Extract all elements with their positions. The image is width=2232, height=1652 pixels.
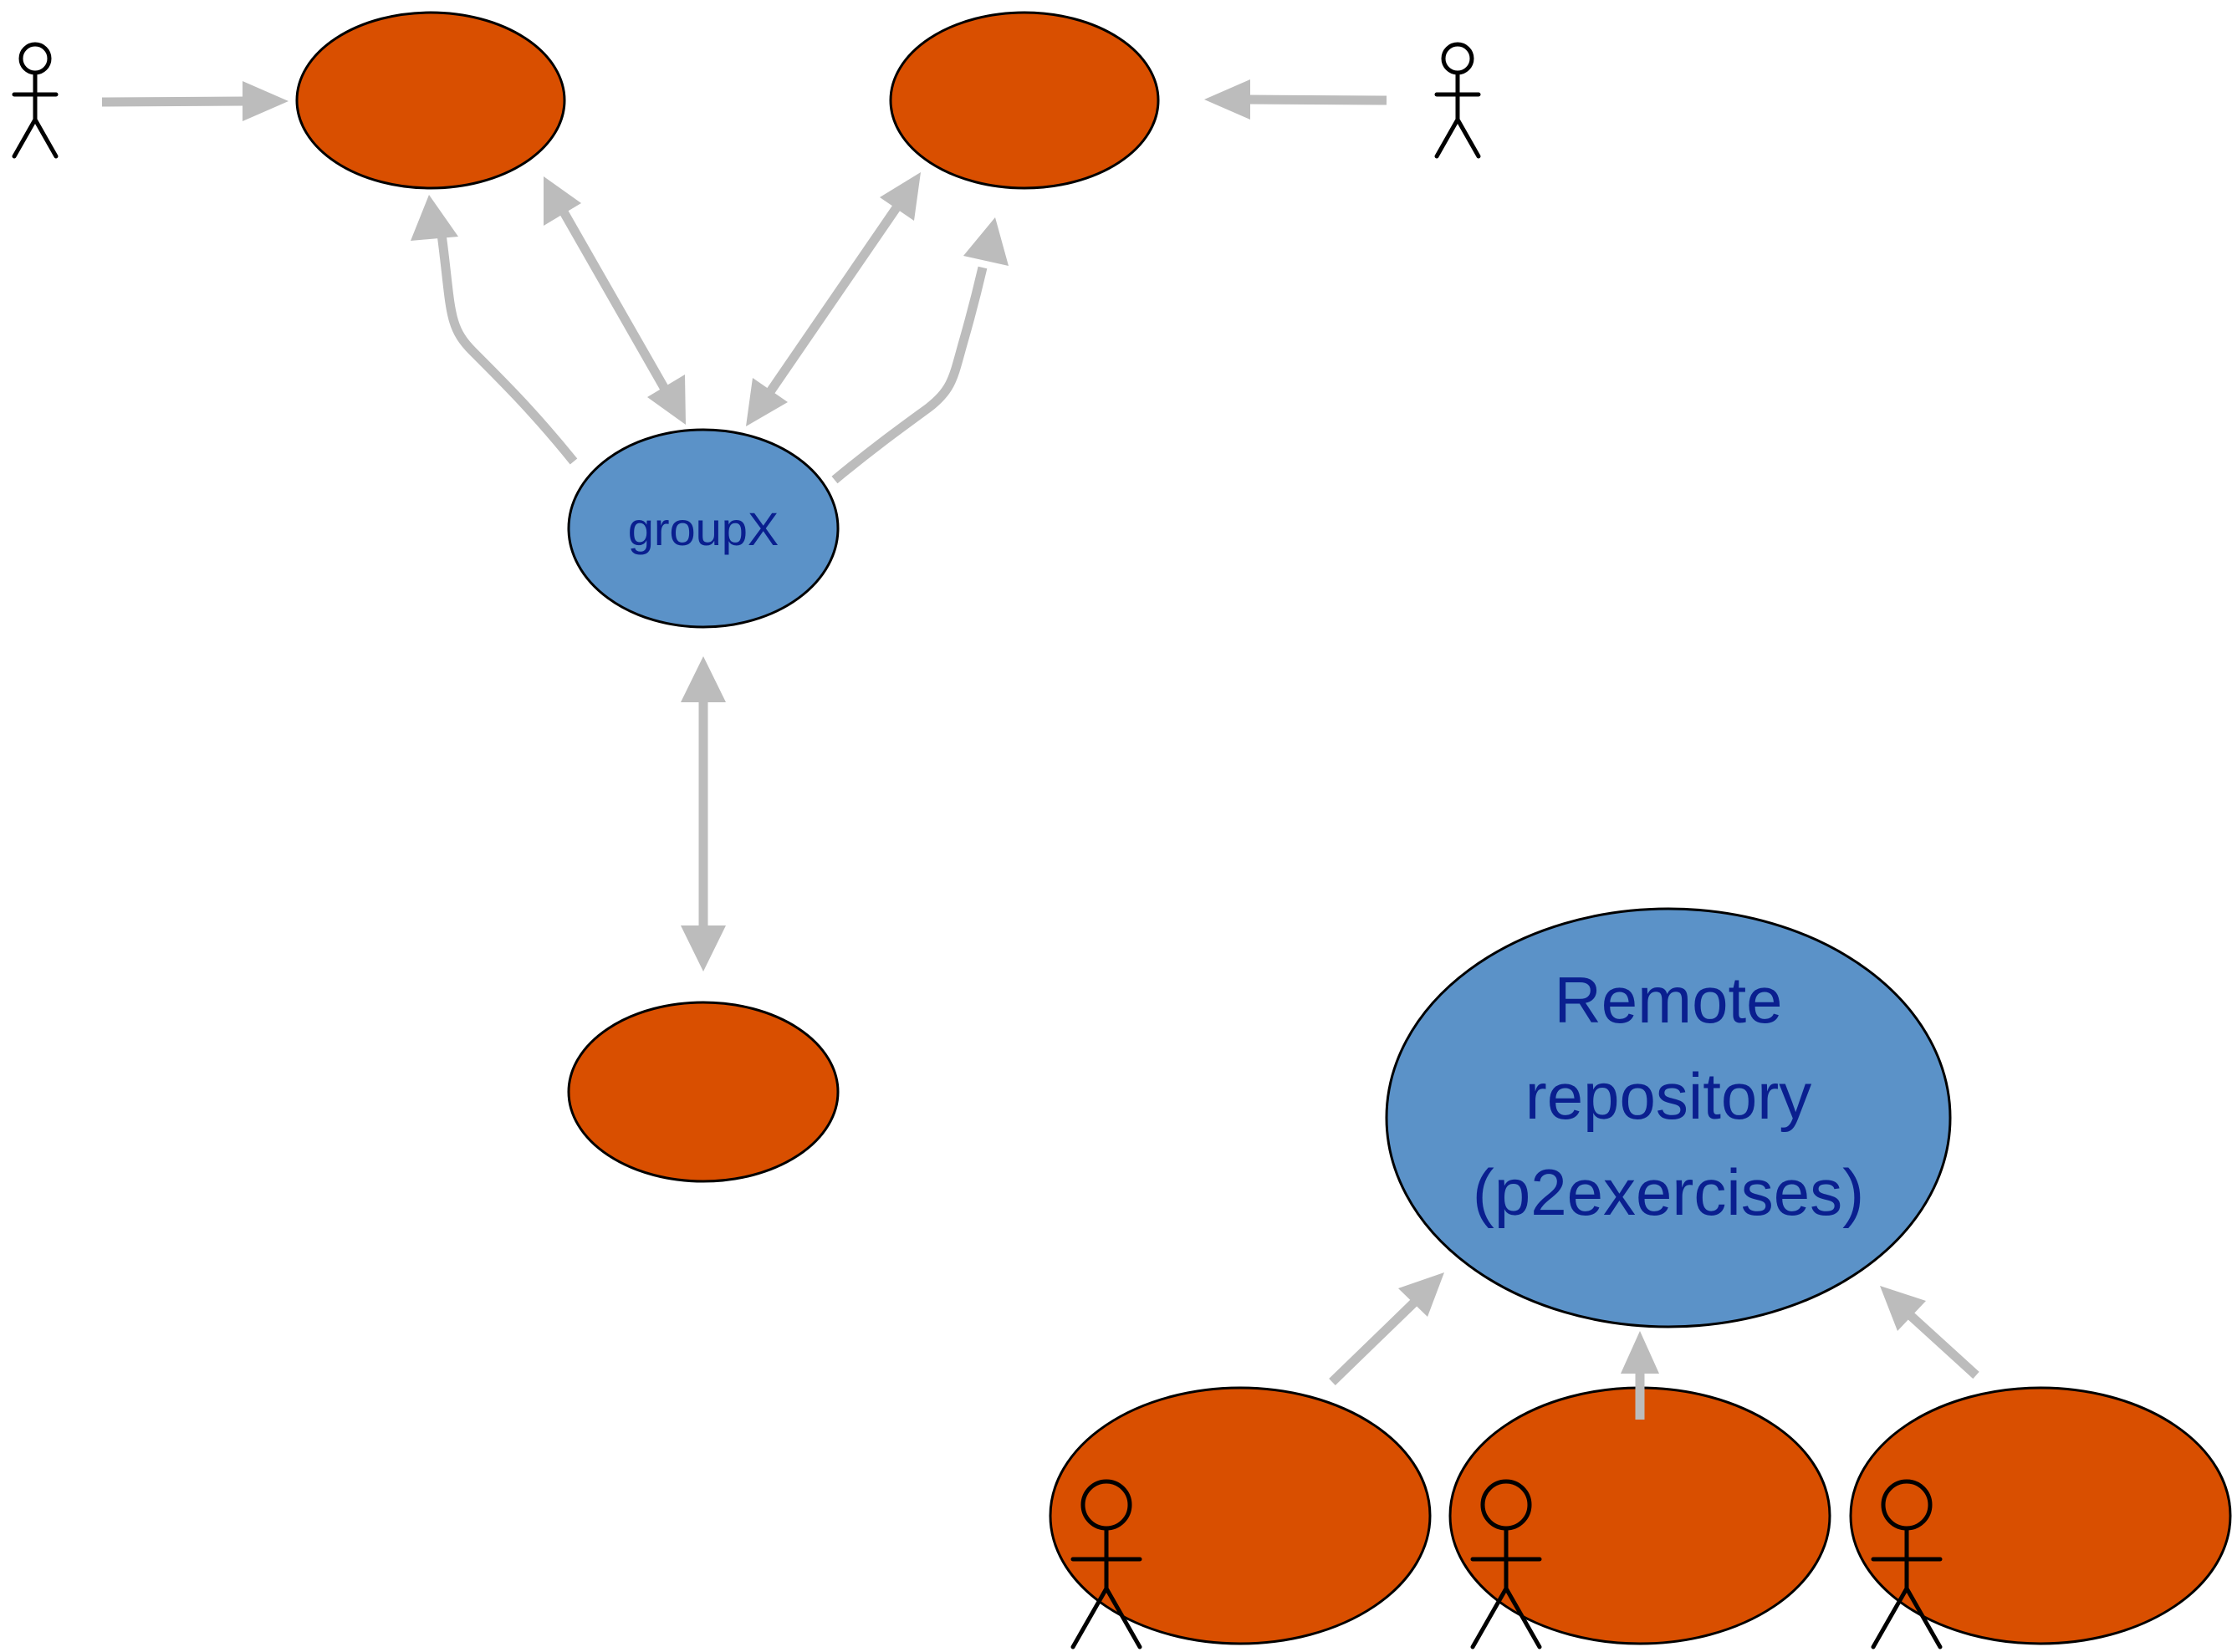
- group-hub-label: groupX: [628, 502, 779, 555]
- group-hub-node: groupX: [567, 428, 840, 629]
- arrow-top-left-repo-group-hub-double: [544, 176, 686, 425]
- arrow-student-repo-3-to-remote: [1880, 1286, 1979, 1379]
- remote-repository-label-line-2: repository: [1525, 1059, 1811, 1133]
- user-actor-icon-top-left: [12, 42, 59, 159]
- bottom-repo-node: [567, 1001, 840, 1183]
- remote-repository-node: Remote repository (p2exercises): [1385, 907, 1952, 1328]
- arrow-student-repo-2-to-remote: [1621, 1331, 1659, 1420]
- top-right-repo-node: [889, 11, 1160, 190]
- group-hub-ellipse: [567, 428, 840, 629]
- student-repo-node-3: [1849, 1386, 2232, 1645]
- student-repo-node-2: [1448, 1386, 1831, 1645]
- remote-repository-ellipse: [1385, 907, 1952, 1328]
- arrow-student-repo-1-to-remote: [1329, 1272, 1444, 1385]
- user-actor-icon-student-3: [1871, 1479, 1943, 1649]
- remote-repository-label-line-3: (p2exercises): [1473, 1155, 1864, 1229]
- arrow-user-to-top-right-repo: [1204, 79, 1387, 120]
- user-actor-icon-student-2: [1470, 1479, 1542, 1649]
- user-actor-icon-top-right: [1434, 42, 1481, 159]
- arrow-top-right-repo-group-hub-double: [746, 172, 921, 426]
- student-repo-node-1: [1049, 1386, 1432, 1645]
- arrow-group-hub-to-top-left-repo: [411, 195, 578, 465]
- arrow-group-hub-bottom-repo-double: [681, 656, 726, 971]
- remote-repository-label-line-1: Remote: [1554, 963, 1782, 1037]
- top-left-repo-node: [295, 11, 566, 190]
- arrow-group-hub-to-top-right-repo: [831, 217, 1009, 484]
- user-actor-icon-student-1: [1070, 1479, 1142, 1649]
- arrow-user-to-top-left-repo: [101, 81, 289, 121]
